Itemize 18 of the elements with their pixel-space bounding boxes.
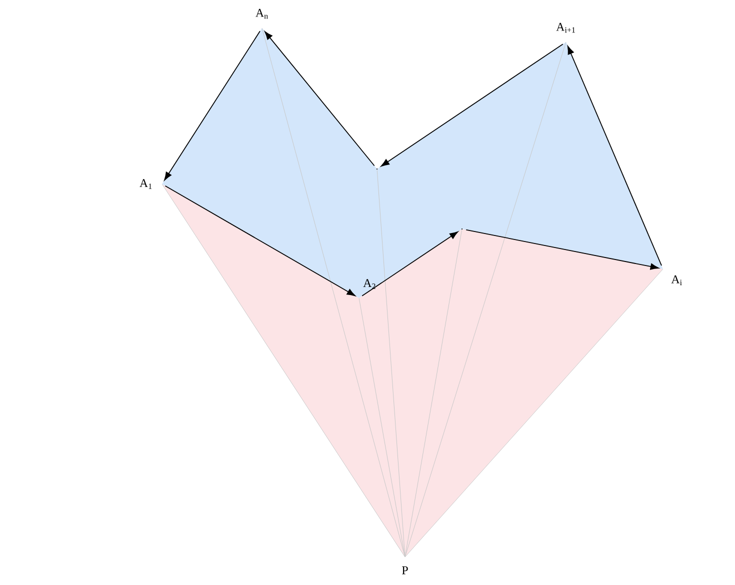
arrow — [567, 46, 662, 266]
line — [162, 184, 406, 558]
arrow — [264, 31, 375, 166]
arrow — [164, 30, 260, 180]
line — [262, 28, 406, 558]
vertex-label: P — [402, 566, 408, 574]
vertex-label: A$_{n}$ — [256, 8, 268, 19]
vertex-label: A$_{i}$ — [671, 275, 682, 286]
line — [404, 268, 664, 558]
line — [404, 229, 462, 558]
vertex-label: A$_{i+1}$ — [556, 22, 575, 33]
line — [376, 169, 406, 558]
arrow — [362, 231, 458, 296]
arrow — [380, 44, 564, 167]
arrow — [466, 229, 659, 270]
vertex-label: A$_{1}$ — [140, 179, 152, 189]
line — [404, 42, 566, 558]
arrow — [164, 185, 356, 296]
